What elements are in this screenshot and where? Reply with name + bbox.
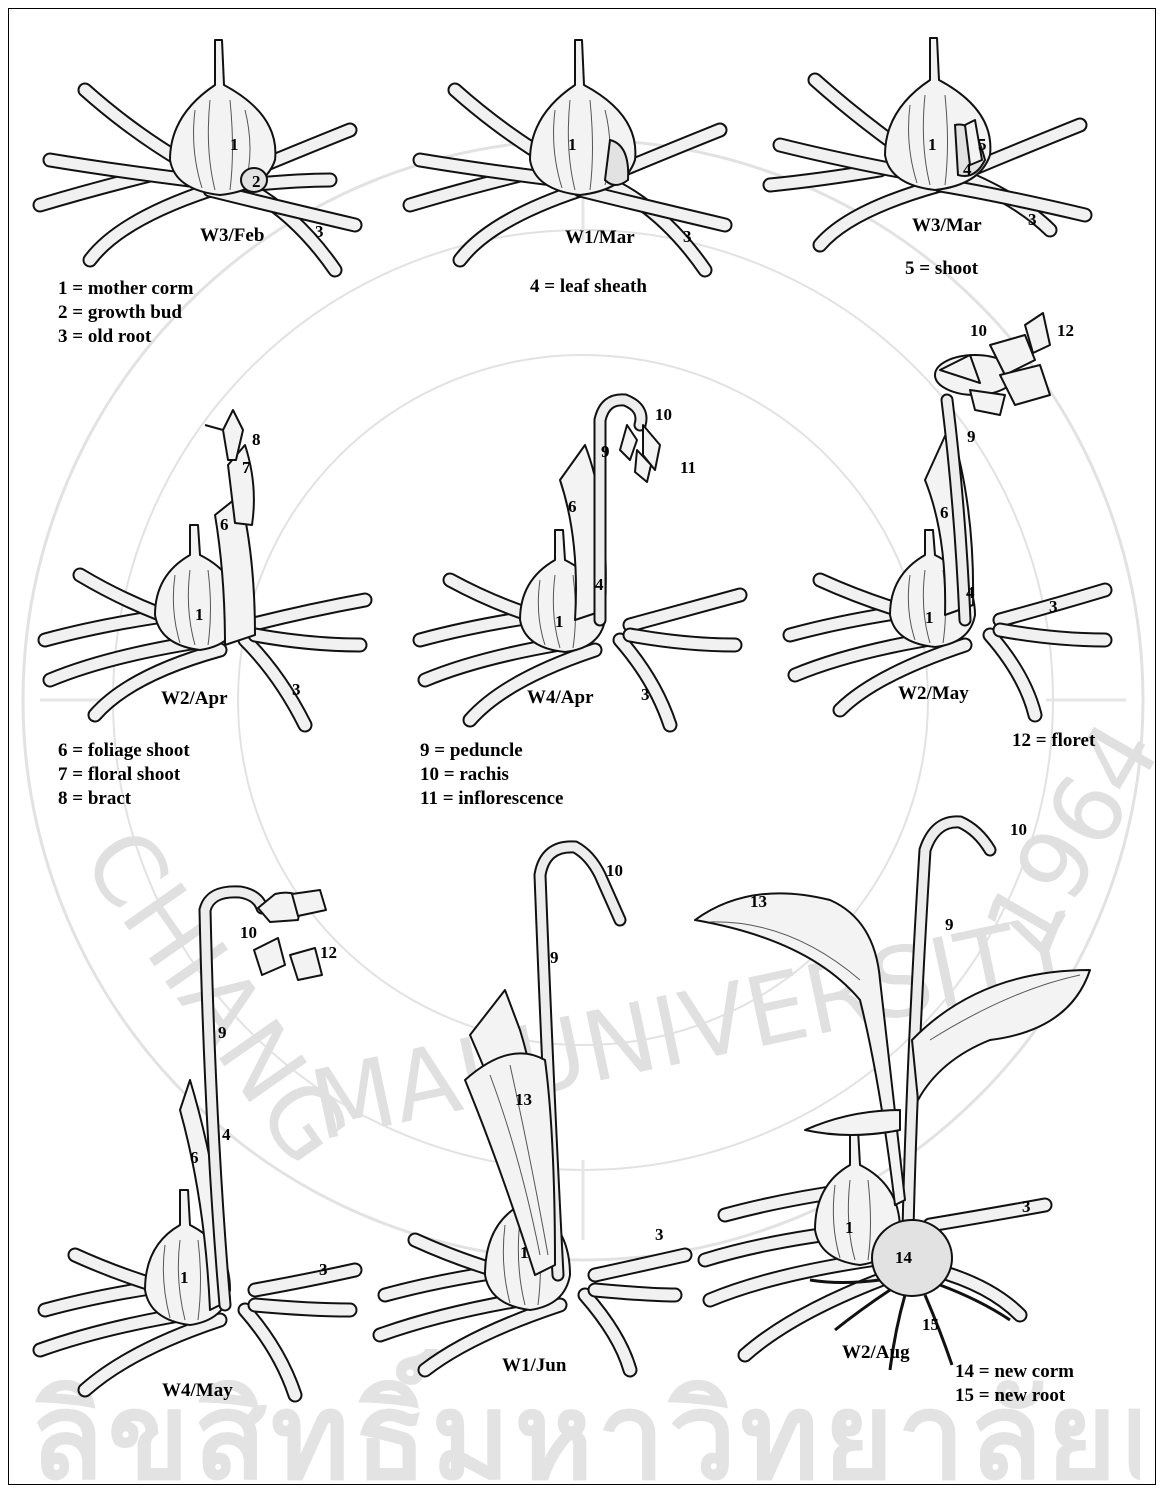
number-label: 6 xyxy=(220,515,229,535)
number-label: 4 xyxy=(963,160,972,180)
legend-group-7: 14 = new corm 15 = new root xyxy=(955,1360,1074,1408)
plant-drawing xyxy=(405,380,745,730)
number-label: 1 xyxy=(568,135,577,155)
number-label: 1 xyxy=(925,608,934,628)
plant-drawing xyxy=(30,405,370,735)
stage-w4-may: 10 12 9 4 6 1 3 W4/May xyxy=(30,880,370,1405)
plant-drawing xyxy=(30,880,370,1405)
number-label: 9 xyxy=(967,427,976,447)
stage-label: W3/Mar xyxy=(912,215,982,237)
plant-drawing xyxy=(30,30,360,280)
number-label: 3 xyxy=(641,685,650,705)
number-label: 15 xyxy=(922,1315,939,1335)
number-label: 9 xyxy=(601,442,610,462)
number-label: 10 xyxy=(655,405,672,425)
number-label: 12 xyxy=(1057,321,1074,341)
legend-group-6: 12 = floret xyxy=(1012,729,1095,753)
number-label: 3 xyxy=(1049,597,1058,617)
legend-item: 11 = inflorescence xyxy=(420,787,563,811)
number-label: 7 xyxy=(242,458,251,478)
number-label: 10 xyxy=(240,923,257,943)
number-label: 3 xyxy=(655,1225,664,1245)
number-label: 1 xyxy=(520,1243,529,1263)
number-label: 14 xyxy=(895,1248,912,1268)
number-label: 4 xyxy=(595,575,604,595)
plant-drawing xyxy=(760,30,1090,280)
stage-label: W1/Jun xyxy=(502,1355,566,1377)
legend-item: 3 = old root xyxy=(58,325,194,349)
legend-item: 2 = growth bud xyxy=(58,301,194,325)
number-label: 1 xyxy=(928,135,937,155)
legend-item: 14 = new corm xyxy=(955,1360,1074,1384)
number-label: 13 xyxy=(750,892,767,912)
plant-drawing xyxy=(370,835,710,1375)
number-label: 3 xyxy=(683,227,692,247)
stage-label: W2/Apr xyxy=(161,688,228,710)
stage-w1-jun: 10 9 13 1 3 W1/Jun xyxy=(370,835,710,1375)
number-label: 13 xyxy=(515,1090,532,1110)
number-label: 11 xyxy=(680,458,696,478)
number-label: 9 xyxy=(218,1023,227,1043)
number-label: 3 xyxy=(315,222,324,242)
legend-group-5: 9 = peduncle 10 = rachis 11 = infloresce… xyxy=(420,739,563,811)
stage-label: W1/Mar xyxy=(565,227,635,249)
legend-item: 1 = mother corm xyxy=(58,277,194,301)
number-label: 3 xyxy=(1028,210,1037,230)
number-label: 4 xyxy=(966,583,975,603)
legend-item: 15 = new root xyxy=(955,1384,1074,1408)
stage-label: W2/May xyxy=(898,683,969,705)
stage-label: W2/Aug xyxy=(842,1342,910,1364)
stage-w3-mar: 1 5 4 3 W3/Mar xyxy=(760,30,1090,280)
number-label: 1 xyxy=(555,612,564,632)
number-label: 1 xyxy=(180,1268,189,1288)
legend-item: 12 = floret xyxy=(1012,729,1095,753)
number-label: 6 xyxy=(190,1148,199,1168)
number-label: 5 xyxy=(978,135,987,155)
legend-item: 5 = shoot xyxy=(905,257,978,281)
number-label: 2 xyxy=(252,172,261,192)
number-label: 1 xyxy=(230,135,239,155)
number-label: 3 xyxy=(1022,1197,1031,1217)
stage-label: W4/May xyxy=(162,1380,233,1402)
stage-w2-may: 10 12 9 6 4 1 3 W2/May xyxy=(775,305,1115,725)
number-label: 10 xyxy=(1010,820,1027,840)
legend-item: 4 = leaf sheath xyxy=(530,275,647,299)
legend-item: 6 = foliage shoot xyxy=(58,739,190,763)
stage-label: W4/Apr xyxy=(527,687,594,709)
number-label: 8 xyxy=(252,430,261,450)
stage-w4-apr: 10 9 11 6 4 1 3 W4/Apr xyxy=(405,380,745,730)
stage-w2-aug: 10 9 13 1 14 15 3 W2/Aug xyxy=(690,810,1110,1380)
number-label: 3 xyxy=(319,1260,328,1280)
number-label: 6 xyxy=(568,497,577,517)
number-label: 1 xyxy=(845,1218,854,1238)
number-label: 1 xyxy=(195,605,204,625)
legend-item: 7 = floral shoot xyxy=(58,763,190,787)
number-label: 4 xyxy=(222,1125,231,1145)
number-label: 9 xyxy=(550,948,559,968)
legend-item: 10 = rachis xyxy=(420,763,563,787)
legend-group-4: 6 = foliage shoot 7 = floral shoot 8 = b… xyxy=(58,739,190,811)
number-label: 12 xyxy=(320,943,337,963)
stage-w3-feb: 1 2 3 W3/Feb xyxy=(30,30,360,280)
number-label: 6 xyxy=(940,503,949,523)
number-label: 3 xyxy=(292,680,301,700)
legend-item: 8 = bract xyxy=(58,787,190,811)
number-label: 10 xyxy=(606,861,623,881)
legend-group-1: 1 = mother corm 2 = growth bud 3 = old r… xyxy=(58,277,194,349)
stage-w2-apr: 8 7 6 1 3 W2/Apr xyxy=(30,405,370,735)
legend-item: 9 = peduncle xyxy=(420,739,563,763)
legend-group-3: 5 = shoot xyxy=(905,257,978,281)
stage-w1-mar: 1 3 W1/Mar xyxy=(400,30,730,280)
number-label: 10 xyxy=(970,321,987,341)
number-label: 9 xyxy=(945,915,954,935)
legend-group-2: 4 = leaf sheath xyxy=(530,275,647,299)
stage-label: W3/Feb xyxy=(200,225,264,247)
